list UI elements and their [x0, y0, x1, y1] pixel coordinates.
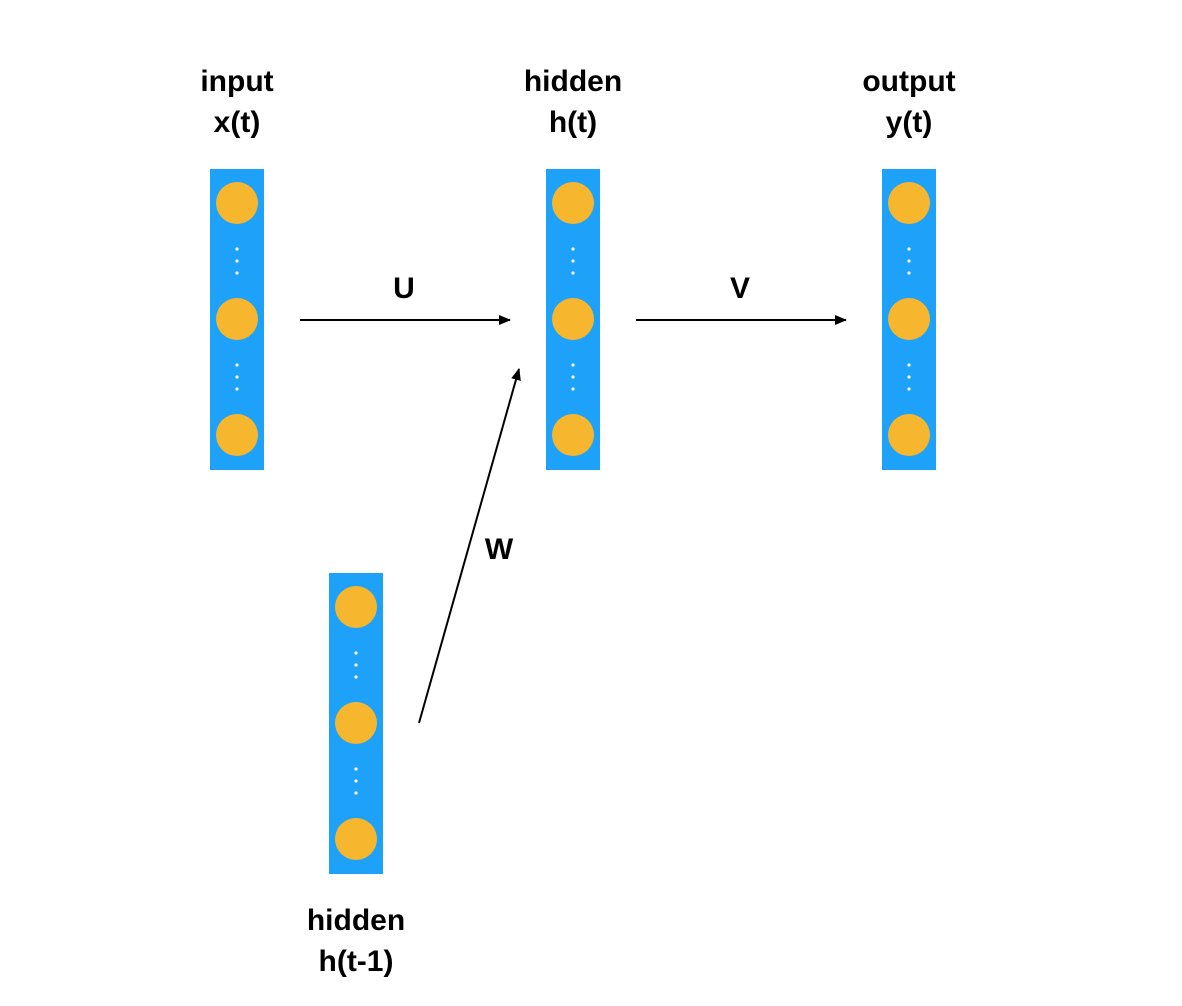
hidden-layer	[546, 169, 600, 470]
input-layer-sub: x(t)	[214, 106, 261, 139]
neuron-node	[335, 586, 377, 628]
hidden-layer-title: hidden	[524, 65, 622, 98]
vertical-ellipsis-icon	[235, 247, 239, 275]
neuron-node	[552, 298, 594, 340]
hidden-layer-sub: h(t)	[549, 106, 597, 139]
neuron-node	[888, 298, 930, 340]
input-layer-title: input	[200, 65, 273, 98]
neuron-node	[216, 414, 258, 456]
output-layer-sub: y(t)	[886, 106, 933, 139]
neuron-node	[216, 182, 258, 224]
prev-hidden-layer	[329, 573, 383, 874]
output-layer-title: output	[862, 65, 955, 98]
weight-w-label: W	[485, 533, 514, 566]
neuron-node	[216, 298, 258, 340]
neuron-node	[335, 702, 377, 744]
input-layer	[210, 169, 264, 470]
vertical-ellipsis-icon	[907, 363, 911, 391]
arrow-w	[418, 368, 521, 724]
neuron-node	[888, 182, 930, 224]
neuron-node	[552, 414, 594, 456]
weight-v-label: V	[730, 272, 750, 305]
vertical-ellipsis-icon	[571, 363, 575, 391]
weight-u-label: U	[393, 272, 415, 305]
prev-hidden-layer-sub: h(t-1)	[319, 945, 394, 978]
neuron-node	[888, 414, 930, 456]
prev-hidden-layer-title: hidden	[307, 904, 405, 937]
vertical-ellipsis-icon	[354, 767, 358, 795]
vertical-ellipsis-icon	[354, 651, 358, 679]
vertical-ellipsis-icon	[235, 363, 239, 391]
vertical-ellipsis-icon	[571, 247, 575, 275]
vertical-ellipsis-icon	[907, 247, 911, 275]
neuron-node	[552, 182, 594, 224]
output-layer	[882, 169, 936, 470]
neuron-node	[335, 818, 377, 860]
